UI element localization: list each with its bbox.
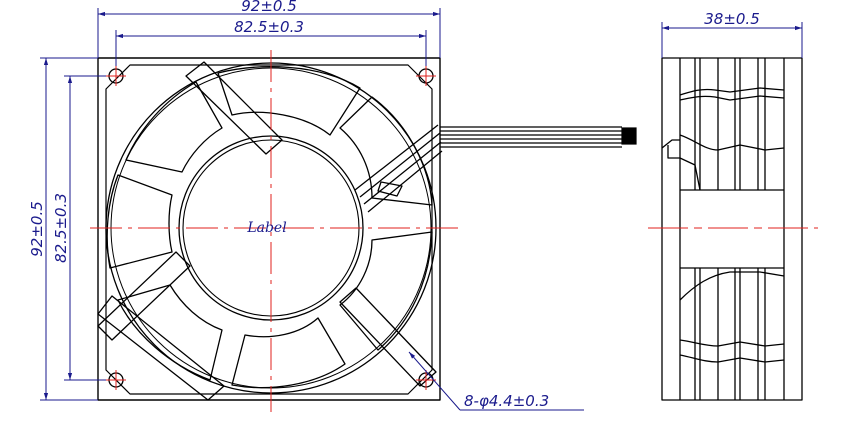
- centerlines-front: [90, 50, 462, 412]
- hub-label: Label: [246, 220, 286, 236]
- front-view: [97, 57, 443, 401]
- fan-blade: [231, 317, 346, 389]
- support-rib: [185, 61, 283, 155]
- dimensions-front: [40, 8, 584, 411]
- fan-blade: [217, 66, 361, 136]
- fan-blade: [117, 284, 223, 381]
- dim-hole-pitch-horizontal: 82.5±0.3: [234, 18, 304, 36]
- side-top-section: [661, 58, 785, 191]
- wire-channel: [354, 124, 443, 213]
- support-ribs: [97, 61, 437, 401]
- wire-tips: [621, 127, 637, 145]
- support-rib: [339, 287, 437, 387]
- hole-callout-leader: [408, 351, 461, 411]
- side-bottom-section: [679, 267, 785, 400]
- fan-blade: [106, 174, 173, 269]
- side-frame-outline: [661, 57, 803, 401]
- fan-frame-inner-outline: [105, 64, 433, 395]
- fan-blades: [106, 66, 433, 389]
- fan-blade: [339, 96, 433, 206]
- mounting-hole-callout: 8-φ4.4±0.3: [464, 392, 549, 410]
- support-rib: [97, 295, 225, 401]
- lead-wires: [440, 126, 637, 148]
- fan-blade: [339, 231, 433, 351]
- side-view: [661, 57, 803, 401]
- dim-depth: 38±0.5: [704, 10, 760, 28]
- fan-blade: [125, 81, 223, 173]
- fan-frame-outline: [97, 57, 441, 401]
- dim-hole-pitch-vertical: 82.5±0.3: [52, 193, 70, 263]
- dimensions-side: [661, 22, 803, 58]
- dim-overall-height: 92±0.5: [28, 201, 46, 257]
- dim-overall-width: 92±0.5: [241, 0, 297, 15]
